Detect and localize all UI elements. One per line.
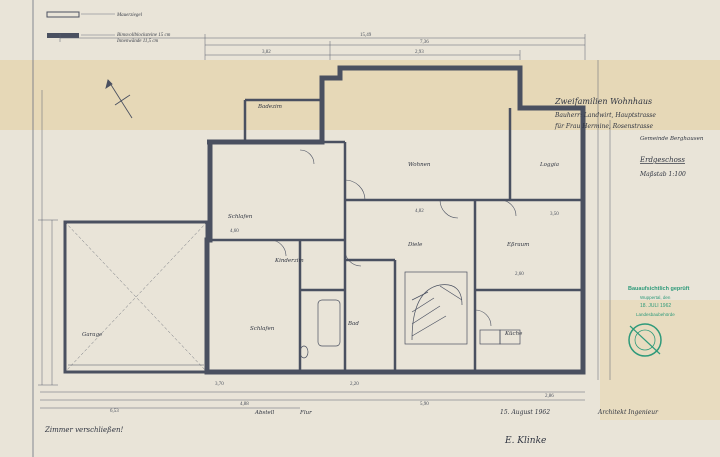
dim-interior-6: 2,20 <box>350 382 359 387</box>
title-line-2: Bauherr: Landwirt, Hauptstrasse <box>554 112 656 119</box>
dim-overall-top: 15,49 <box>360 33 372 38</box>
paper-stain <box>0 60 720 130</box>
dim-interior-2: 4,60 <box>230 229 239 234</box>
plan-name: Erdgeschoss <box>639 156 685 164</box>
dim-sub-top: 7,36 <box>420 40 429 45</box>
dim-top-1: 3,82 <box>262 50 271 55</box>
room-abstell: Abstell <box>254 410 275 416</box>
dim-top-2: 2,93 <box>415 50 424 55</box>
stamp-line-2: Wuppertal, den <box>640 295 671 300</box>
dim-interior-3: 2,60 <box>515 272 524 277</box>
room-garage: Garage <box>82 332 103 338</box>
dim-bottom-1: 6,53 <box>110 409 119 414</box>
top-dimension-lines <box>59 34 586 60</box>
title-line-4: Gemeinde Berghausen <box>640 136 704 142</box>
room-bad: Bad <box>347 321 359 327</box>
room-flur: Flur <box>299 410 312 416</box>
paper-stain-corner <box>600 300 720 420</box>
stamp-line-1: Bauaufsichtlich geprüft <box>628 286 690 292</box>
right-dimension-lines <box>597 60 611 380</box>
legend-swatch-filled <box>47 33 79 38</box>
room-schlafen-2: Schlafen <box>250 326 275 332</box>
door-swings <box>269 149 517 327</box>
note-signer: Architekt Ingenieur <box>597 409 659 416</box>
note-bottom-left: Zimmer verschließen! <box>44 426 124 434</box>
approval-stamp: Bauaufsichtlich geprüft Wuppertal, den 1… <box>628 286 690 357</box>
bottom-dimension-lines <box>40 391 585 409</box>
stamp-strike <box>629 325 661 355</box>
room-loggia: Loggia <box>539 162 559 168</box>
room-kinder: Kinderzim <box>274 258 304 264</box>
legend-label-1: Mauerziegel <box>116 13 143 18</box>
stamp-seal-icon <box>628 323 662 357</box>
room-diele: Diele <box>407 242 423 248</box>
note-date: 15. August 1962 <box>500 409 550 416</box>
room-wohnen: Wohnen <box>408 162 431 168</box>
dim-interior-1: 4,82 <box>415 209 424 214</box>
room-schlafen-1: Schlafen <box>228 214 253 220</box>
dim-interior-4: 3,50 <box>550 212 559 217</box>
north-arrow-icon <box>105 79 133 119</box>
left-dimension-lines <box>38 90 58 386</box>
kitchen-counter <box>479 329 521 345</box>
dim-bottom-4: 5,90 <box>420 402 429 407</box>
legend-label-2b: Innenwände 11,5 cm <box>116 39 159 44</box>
dim-bottom-2: 2,86 <box>545 394 554 399</box>
dim-interior-5: 3,70 <box>215 382 224 387</box>
toilet <box>299 345 309 359</box>
room-kueche: Küche <box>504 331 523 337</box>
staircase <box>404 271 468 345</box>
interior-walls <box>210 98 583 372</box>
plan-scale: Maßstab 1:100 <box>639 171 686 178</box>
exterior-walls <box>204 65 586 375</box>
stamp-line-4: Landesbaubehörde <box>636 312 675 317</box>
signature: E. Klinke <box>504 436 546 446</box>
legend-swatch-outline <box>46 11 80 18</box>
stamp-seal-inner <box>634 329 656 351</box>
title-line-3: für Frau Hermine, Rosenstrasse <box>554 123 653 130</box>
room-bad-top: Badezim <box>257 104 282 110</box>
dim-bottom-3: 4,88 <box>240 402 249 407</box>
room-essraum: Eßraum <box>506 242 529 248</box>
legend-label-2a: Bimsvollblocksteine 15 cm <box>117 33 171 38</box>
bathtub <box>317 299 341 347</box>
stamp-line-3: 18. JULI 1962 <box>640 303 671 309</box>
title-line-1: Zweifamilien Wohnhaus <box>554 97 652 106</box>
